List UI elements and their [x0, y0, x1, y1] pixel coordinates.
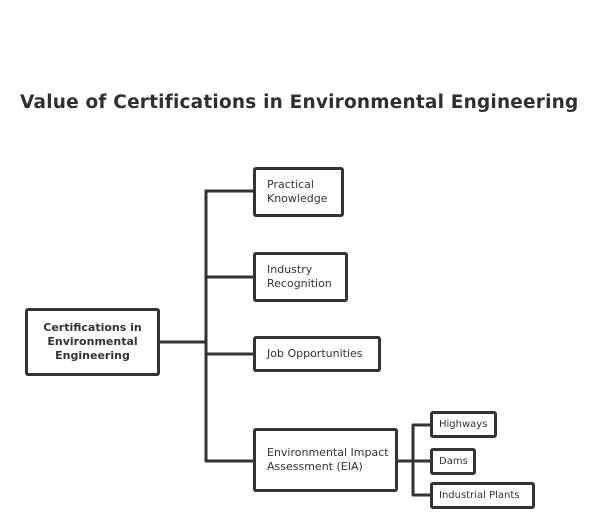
node-dams: Dams [430, 448, 476, 475]
node-eia: Environmental Impact Assessment (EIA) [253, 428, 398, 492]
diagram-title: Value of Certifications in Environmental… [20, 92, 579, 113]
node-dams-label: Dams [439, 455, 468, 467]
root-node-label: Certifications in Environmental Engineer… [43, 321, 142, 362]
node-industry-recognition-label: Industry Recognition [267, 263, 332, 290]
node-industrial-plants: Industrial Plants [430, 482, 535, 509]
root-node: Certifications in Environmental Engineer… [25, 308, 160, 376]
node-practical-knowledge: Practical Knowledge [253, 167, 344, 217]
node-eia-label: Environmental Impact Assessment (EIA) [267, 446, 389, 473]
node-highways: Highways [430, 411, 497, 438]
node-job-opportunities: Job Opportunities [253, 336, 381, 372]
node-job-opportunities-label: Job Opportunities [267, 347, 363, 360]
node-industry-recognition: Industry Recognition [253, 252, 348, 302]
node-practical-knowledge-label: Practical Knowledge [267, 178, 328, 205]
node-industrial-plants-label: Industrial Plants [439, 489, 520, 501]
node-highways-label: Highways [439, 418, 488, 430]
